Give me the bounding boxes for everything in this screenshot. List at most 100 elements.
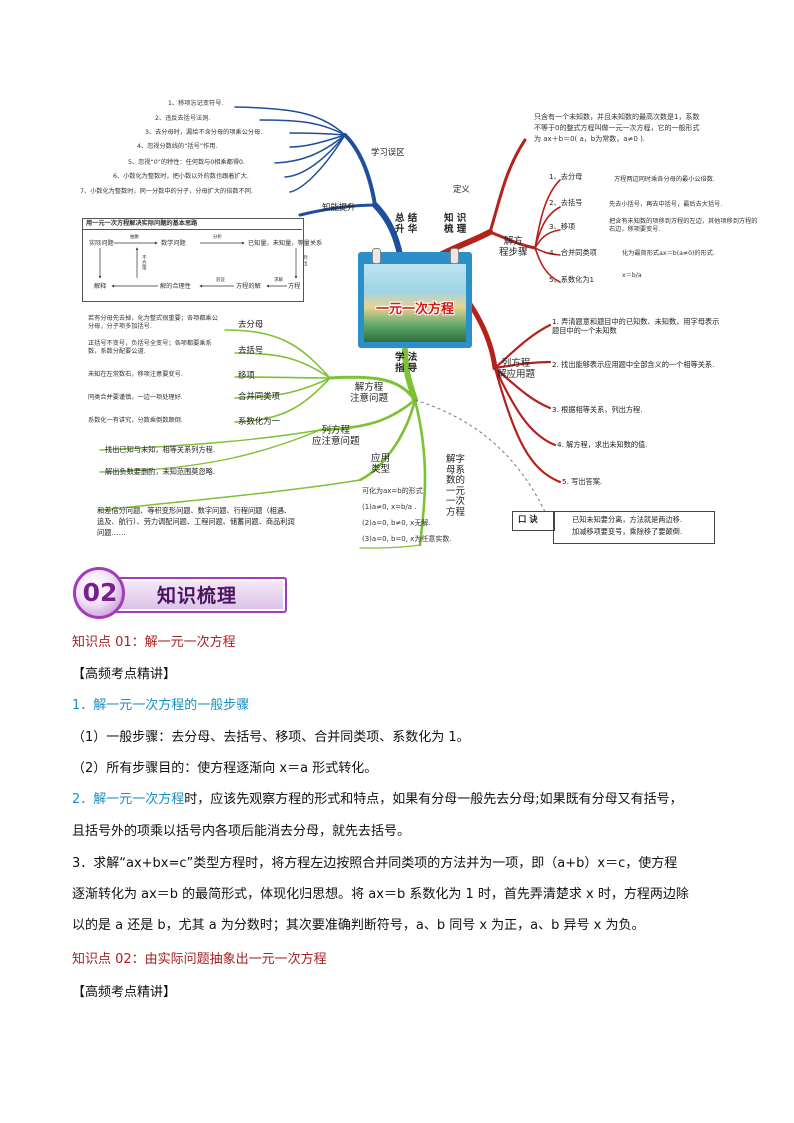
attention-name: 去分母	[238, 319, 264, 329]
definition-label: 定义	[453, 184, 470, 194]
arrow-label-unreasonable: 不 合 理	[142, 256, 147, 271]
high-frequency-label: 【高频考点精讲】	[72, 985, 177, 1000]
node-math-problem: 数学问题	[161, 240, 186, 247]
node-solution: 解释	[94, 283, 107, 290]
node-real-problem: 实际问题	[89, 240, 114, 247]
high-frequency-label: 【高频考点精讲】	[72, 667, 177, 682]
node-known: 已知量，未知量，等量关系	[248, 240, 323, 247]
paragraph-lead: 2．解一元一次方程	[72, 792, 185, 807]
applications-text: 和差倍分问题、等积变形问题、数字问题、行程问题（相遇、追及、航行）、劳力调配问题…	[97, 506, 295, 537]
mistake-item: 7、小数化为整数时，同一分数中的分子，分母扩大的倍数不同.	[80, 188, 253, 195]
attention-tip: 正括号不变号，负括号全变号；各项都要乘系数，系数分配要公道.	[88, 340, 212, 355]
attention-tip: 若有分母先去掉，化为整式很重要；各项都乘公分母，分子项多加括号.	[88, 315, 218, 330]
paragraph: （1）一般步骤：去分母、去括号、移项、合并同类项、系数化为 1。	[72, 730, 470, 745]
letter-coef-case: (1)a≠0, x=b/a .	[362, 503, 417, 511]
word-step: 4. 解方程，求出未知数的值.	[557, 440, 648, 449]
tips-label: 口 诀	[518, 514, 538, 524]
ability-title: 知能提升	[322, 202, 356, 212]
mistakes-title: 学习误区	[371, 147, 405, 157]
branch-summary: 总 结 升 华	[395, 213, 418, 235]
tips-label-box	[512, 511, 555, 531]
paragraph: 以的是 a 还是 b，尤其 a 为分数时；其次要准确判断符号，a、b 同号 x …	[72, 918, 645, 933]
mistake-item: 4、忽视分数线的“括号”作用.	[137, 143, 218, 150]
paragraph: 逐渐转化为 ax＝b 的最简形式，体现化归思想。将 ax＝b 系数化为 1 时，…	[72, 887, 689, 902]
center-title: 一元一次方程	[375, 302, 454, 317]
arrow-label-solve: 求解	[274, 278, 283, 283]
section-title-bar	[109, 577, 287, 613]
center-card: 一元一次方程	[358, 248, 472, 348]
heading: 1．解一元一次方程的一般步骤	[72, 698, 250, 713]
word-problems-label: 列方程 解应用题	[497, 358, 536, 380]
attention-name: 移项	[238, 370, 255, 380]
landscape-image	[364, 264, 466, 342]
word-step: 1. 弄清题意和题目中的已知数、未知数，用字母表示题目中的一个未知数	[552, 317, 720, 335]
letter-coef-case: (3)a=0, b=0, x为任意实数.	[362, 535, 452, 543]
definition-text-2: 不等于0的整式方程叫做一元一次方程，它的一般形式	[534, 124, 700, 132]
solve-step-desc: 把含有未知数的项移到方程的左边，其他项移到方程的右边，移项要变号.	[609, 218, 758, 233]
ability-box-title: 用一元一次方程解决实际问题的基本思路	[86, 220, 198, 227]
attention-tip: 系数化一有讲究，分数乘倒数颠倒.	[88, 417, 183, 424]
paragraph: 3．求解“ax+bx=c”类型方程时，将方程左边按照合并同类项的方法并为一项，即…	[72, 856, 678, 871]
section-number-badge	[73, 567, 125, 619]
attention-name: 去括号	[238, 345, 264, 355]
knowledge-point-title: 知识点 02：由实际问题抽象出一元一次方程	[72, 952, 327, 967]
knowledge-point-title: 知识点 01：解一元一次方程	[72, 635, 236, 650]
word-step: 3. 根据相等关系，列出方程.	[552, 405, 643, 414]
ability-box-divider	[82, 229, 302, 230]
letter-coef-label: 解字 母系 数的 一元 一次 方程	[446, 454, 466, 518]
mistake-item: 6、小数化为整数时，把小数以外的数也跟着扩大.	[113, 173, 249, 180]
ring-left	[372, 248, 381, 264]
solve-steps-label: 解方 程步骤	[499, 236, 528, 258]
attention-tip: 同类合并要谨慎，一边一项处理好.	[88, 394, 183, 401]
branch-knowledge: 知 识 梳 理	[444, 213, 467, 235]
mistake-item: 2、违反去括号法则.	[155, 115, 211, 122]
solve-step-name: 5、系数化为1	[549, 275, 595, 284]
branch-method: 学 法 指 导	[395, 352, 418, 374]
solve-step-name: 2、去括号	[549, 198, 583, 207]
paragraph: 且括号外的项乘以括号内各项后能消去分母，就先去括号。	[72, 824, 411, 839]
definition-text-1: 只含有一个未知数，并且未知数的最高次数是1，系数	[534, 113, 700, 121]
node-reasonable: 解的合理性	[160, 283, 191, 290]
tips-box	[553, 511, 715, 544]
node-equation: 方程	[288, 283, 301, 290]
node-eq-solution: 方程的解	[236, 283, 261, 290]
section-header: 02 知识梳理	[73, 567, 287, 619]
ability-box	[82, 218, 304, 302]
solve-step-name: 3、移项	[549, 222, 576, 231]
attention-label: 解方程 注意问题	[350, 382, 389, 404]
attention-name: 系数化为一	[238, 416, 280, 426]
solve-step-desc: 方程两边同时乘各分母的最小公倍数.	[614, 176, 715, 183]
solve-step-desc: 化为最简形式ax＝b(a≠0)的形式.	[622, 250, 715, 257]
tips-text-2: 加减移项要变号，乘除移了要颠倒.	[572, 527, 683, 536]
attention-tip: 未知在左常数右，移项注意要变号.	[88, 371, 183, 378]
ring-right	[450, 248, 459, 264]
mistake-item: 5、忽视“0”的特性：任何数与0相乘都得0.	[128, 159, 245, 166]
applications-label: 应用 类型	[371, 453, 391, 475]
ability-arrows	[98, 241, 298, 288]
section-title: 知识梳理	[157, 585, 238, 607]
solve-step-desc: 先去小括号，再去中括号，最后去大括号.	[609, 201, 723, 208]
paragraph: 2．解一元一次方程时，应该先观察方程的形式和特点，如果有分母一般先去分母;如果既…	[72, 791, 683, 809]
arrow-label-abstract: 抽象	[130, 235, 139, 240]
paragraph: （2）所有步骤目的：使方程逐渐向 x＝a 形式转化。	[72, 761, 378, 776]
arrow-label-analyze: 分析	[213, 235, 222, 240]
solve-step-desc: x＝b/a	[622, 272, 642, 279]
solve-step-name: 1、去分母	[549, 172, 583, 181]
word-step: 2. 找出能够表示应用题中全部含义的一个相等关系.	[552, 360, 715, 369]
tips-text-1: 已知未知要分离，方法就是两边移.	[572, 515, 683, 524]
attention-name: 合并同类项	[238, 391, 280, 401]
definition-text-3: 为 ax＋b＝0( a，b为常数，a≠0 ).	[534, 135, 646, 143]
mistake-item: 1、移项忘记变符号.	[168, 100, 224, 107]
list-attention-label: 列方程 应注意问题	[312, 425, 360, 447]
paragraph-rest: 时，应该先观察方程的形式和特点，如果有分母一般先去分母;如果既有分母又有括号，	[184, 792, 683, 807]
solve-step-name: 4、合并同类项	[549, 248, 597, 257]
mistake-item: 3、去分母时，漏给不含分母的项乘公分母.	[145, 129, 263, 136]
letter-coef-intro: 可化为ax=b的形式	[362, 487, 423, 495]
arrow-label-verify: 验证	[216, 278, 225, 283]
list-attention-item: 找出已知与未知，相等关系列方程.	[105, 445, 216, 454]
list-attention-item: 解出负数要删酌，未知范围莫忽略.	[105, 467, 216, 476]
word-step: 5. 写出答案.	[562, 477, 603, 486]
section-number: 02	[82, 578, 118, 607]
arrow-label-list: 列 出	[303, 256, 308, 267]
letter-coef-case: (2)a=0, b≠0, x无解.	[362, 519, 431, 527]
